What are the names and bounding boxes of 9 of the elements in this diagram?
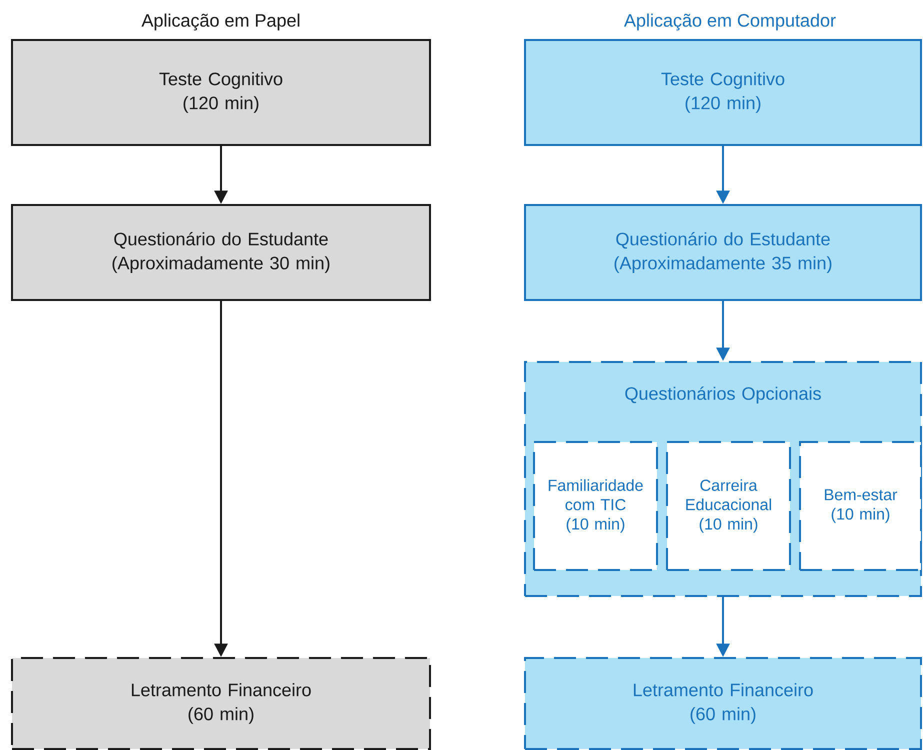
dashed-box: Carreira Educacional (10 min)	[666, 441, 791, 571]
dashed-box: Bem-estar (10 min)	[799, 441, 922, 571]
dashed-box: Letramento Financeiro (60 min)	[11, 657, 431, 750]
process-box: Teste Cognitivo (120 min)	[524, 39, 922, 146]
process-box: Questionário do Estudante (Aproximadamente 30 min)	[11, 204, 431, 301]
dashed-box: Familiaridade com TIC (10 min)	[533, 441, 658, 571]
process-box: Teste Cognitivo (120 min)	[11, 39, 431, 146]
dashed-box: Letramento Financeiro (60 min)	[524, 657, 922, 750]
process-box: Questionário do Estudante (Aproximadamente 35 min)	[524, 204, 922, 301]
